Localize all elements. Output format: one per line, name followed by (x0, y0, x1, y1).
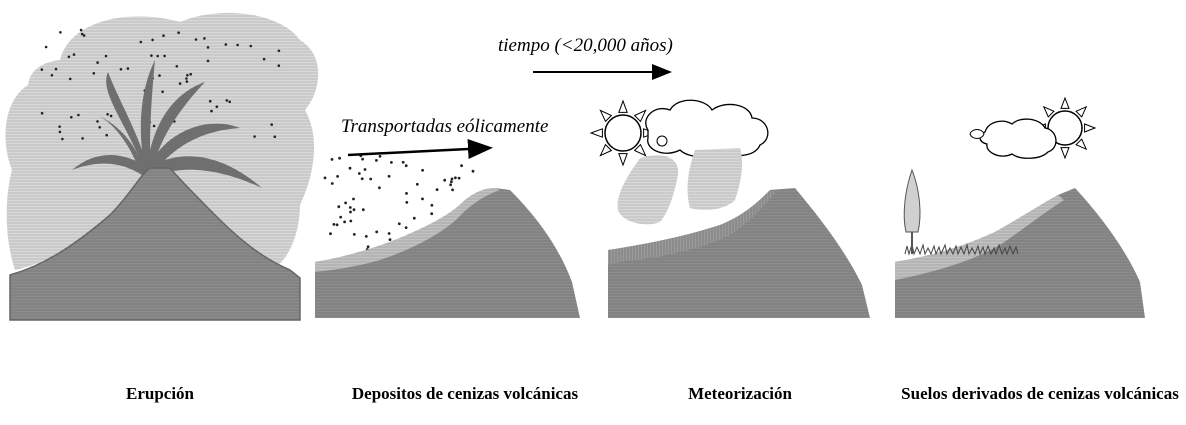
time-arrow-label: tiempo (<20,000 años) (498, 35, 673, 56)
stage-label-ash-deposits: Depositos de cenizas volcánicas (351, 384, 579, 403)
eruption-plume-lower (72, 155, 150, 175)
stage-label-eruption: Erupción (125, 384, 195, 403)
stage-label-volcanic-soils: Suelos derivados de cenizas volcánicas (901, 384, 1179, 403)
sun-icon (589, 99, 657, 167)
stage-label-weathering: Meteorización (688, 384, 792, 403)
grass (904, 243, 1019, 256)
weathered-layer (608, 190, 776, 265)
ash-deposit-stage (315, 139, 580, 318)
soil-layer (895, 195, 1064, 280)
erupting-volcano (9, 167, 301, 321)
deposit-mountain (315, 188, 580, 318)
soil-stage (895, 96, 1145, 318)
wind-transport-label: Transportadas eólicamente (341, 116, 549, 137)
eruption-plume (90, 60, 262, 188)
soil-mountain (895, 188, 1145, 318)
cloud-icon (645, 99, 769, 158)
tree (903, 168, 921, 233)
ash-particles (40, 28, 281, 141)
cloud-small-icon (656, 135, 668, 147)
rain-column-right (687, 148, 743, 210)
eruption-stage (5, 12, 319, 321)
cloud-small-icon (969, 129, 985, 139)
rain-column-left (617, 155, 679, 225)
weathering-mountain (608, 188, 870, 318)
weathering-stage (589, 99, 870, 318)
wind-arrow (347, 139, 493, 159)
cloud-icon (979, 118, 1057, 159)
ash-deposit-layer (315, 188, 500, 272)
